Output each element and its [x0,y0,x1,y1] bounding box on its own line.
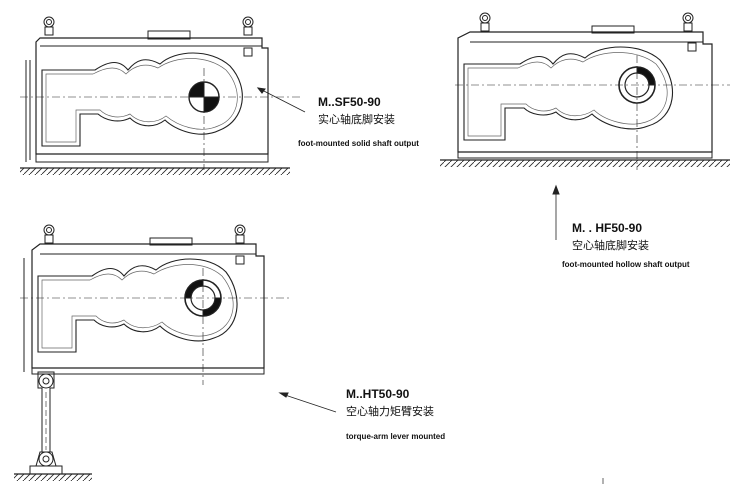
mount-en-solid-shaft: foot-mounted solid shaft output [298,139,419,148]
model-label-solid-shaft: M..SF50-90 [318,95,381,109]
lifting-eye-left [43,16,55,36]
arrow-hollow-shaft [552,184,560,240]
lifting-eye-right [242,16,254,36]
torque-arm [29,371,63,475]
lifting-eye-left [479,12,491,32]
lifting-eye-left [43,224,55,244]
mount-en-torque-arm: torque-arm lever mounted [346,432,446,441]
gearbox-torque-arm [14,224,290,481]
lifting-eye-right [234,224,246,244]
mount-en-hollow-shaft: foot-mounted hollow shaft output [562,260,690,269]
mount-cn-hollow-shaft: 空心轴底脚安装 [572,239,649,252]
lifting-eye-right [682,12,694,32]
model-label-hollow-shaft: M. . HF50-90 [572,221,643,235]
mount-cn-torque-arm: 空心轴力矩臂安装 [346,405,434,418]
gearbox-hollow-shaft [440,12,730,170]
model-label-torque-arm: M..HT50-90 [346,387,410,401]
arrow-torque-arm [278,392,337,413]
gearbox-solid-shaft [20,16,300,175]
arrow-solid-shaft [256,87,306,113]
mount-cn-solid-shaft: 实心轴底脚安装 [318,113,395,126]
